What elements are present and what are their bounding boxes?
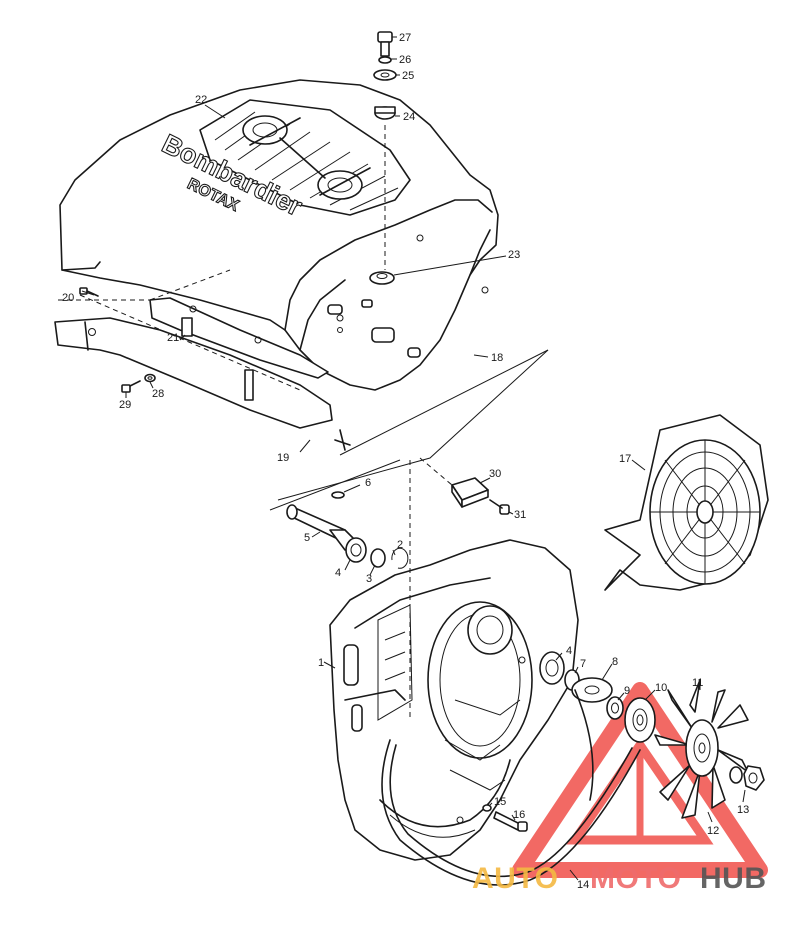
- callout-15: 15: [494, 796, 506, 808]
- callout-13: 13: [737, 804, 749, 816]
- callout-10: 10: [655, 682, 667, 694]
- drive-belt: [381, 689, 641, 886]
- callout-27: 27: [399, 32, 411, 44]
- callout-11: 11: [692, 677, 703, 689]
- callout-labels: 27 26 25 24 22 23 18 20 21 28 29 19 6 30…: [62, 32, 749, 891]
- drive-shaft: [286, 491, 409, 569]
- pulley-stack: [539, 651, 624, 720]
- cover-grill: [199, 99, 411, 216]
- callout-21: 21: [167, 332, 179, 344]
- bracket-assembly: [54, 269, 351, 451]
- main-housing: [329, 460, 579, 861]
- callout-31: 31: [514, 509, 526, 521]
- housing-bolt: [482, 804, 528, 832]
- callout-14: 14: [577, 879, 589, 891]
- fan-nut: [729, 765, 765, 791]
- callout-25: 25: [402, 70, 414, 82]
- leader-lines: [81, 36, 746, 881]
- callout-22: 22: [195, 94, 207, 106]
- callout-9: 9: [624, 685, 630, 697]
- callout-26: 26: [399, 54, 411, 66]
- fan-blade: [654, 679, 749, 819]
- callout-8: 8: [612, 656, 618, 668]
- watermark-part1: AUTO: [472, 862, 558, 895]
- fan-guard: [604, 414, 769, 591]
- callout-4-lower: 4: [566, 645, 572, 657]
- watermark-text: AUTO MOTO HUB: [472, 862, 767, 895]
- callout-12: 12: [707, 825, 719, 837]
- engine-top-cover: Bombardier ROTAX: [59, 79, 499, 391]
- callout-16: 16: [513, 809, 525, 821]
- callout-6: 6: [365, 477, 371, 489]
- watermark-part3: HUB: [700, 862, 767, 895]
- watermark-part2: MOTO: [590, 862, 681, 895]
- callout-7: 7: [580, 658, 586, 670]
- callout-18: 18: [491, 352, 503, 364]
- pulley: [624, 697, 656, 743]
- callout-19: 19: [277, 452, 289, 464]
- callout-20: 20: [62, 292, 74, 304]
- callout-28: 28: [152, 388, 164, 400]
- clamp-block: [419, 457, 510, 515]
- callout-29: 29: [119, 399, 131, 411]
- callout-17: 17: [619, 453, 631, 465]
- callout-2: 2: [397, 539, 403, 551]
- callout-30: 30: [489, 468, 501, 480]
- callout-5: 5: [304, 532, 310, 544]
- callout-4-upper: 4: [335, 567, 341, 579]
- callout-24: 24: [403, 111, 415, 123]
- callout-3: 3: [366, 573, 372, 585]
- callout-1: 1: [318, 657, 324, 669]
- callout-23: 23: [508, 249, 520, 261]
